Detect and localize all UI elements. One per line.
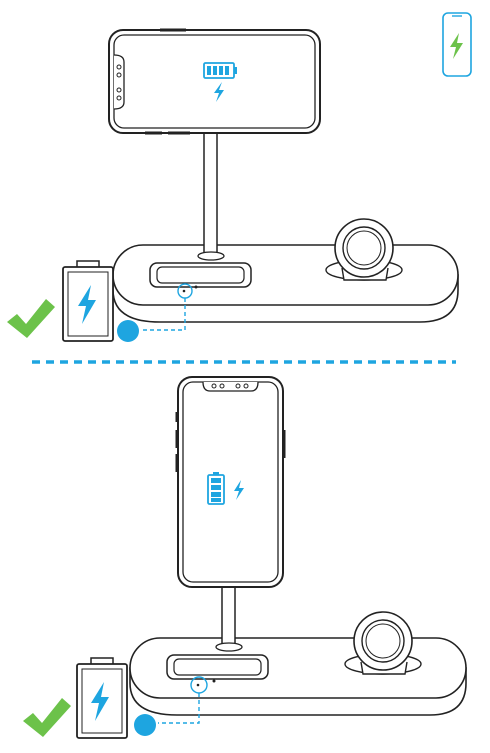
battery-charging-icon <box>76 657 128 739</box>
battery-full-icon <box>207 472 225 505</box>
phone-charging-icon <box>442 12 472 77</box>
led-indicator-callout <box>134 676 208 736</box>
pole-foot <box>197 251 225 261</box>
earbud-pad <box>166 654 269 683</box>
scene-landscape <box>7 28 459 342</box>
bolt-icon <box>214 82 224 102</box>
bolt-icon <box>234 480 244 500</box>
watch-charger <box>344 611 422 675</box>
blue-dot <box>117 320 139 342</box>
phone-portrait <box>175 376 286 588</box>
checkmark-icon <box>7 299 55 338</box>
pole-foot <box>215 642 243 652</box>
checkmark-icon <box>23 698 71 737</box>
scene-portrait <box>23 376 467 739</box>
stand-pole <box>221 585 236 646</box>
battery-full-icon <box>203 62 237 79</box>
led-indicator-callout <box>117 283 193 342</box>
battery-charging-icon <box>62 260 114 342</box>
blue-dot <box>134 714 156 736</box>
stand-pole <box>203 129 218 255</box>
watch-charger <box>325 218 403 281</box>
earbud-pad <box>149 262 252 289</box>
phone-landscape <box>108 28 321 135</box>
